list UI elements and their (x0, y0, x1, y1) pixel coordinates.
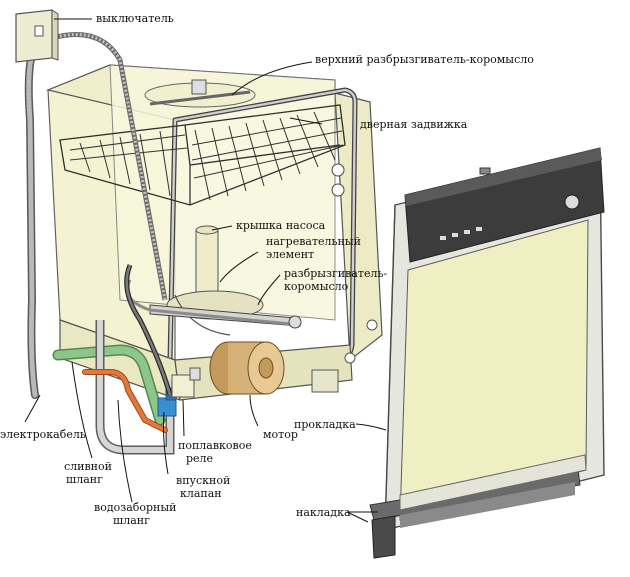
label-heating-element-line2: элемент (266, 248, 314, 261)
label-heating-element-line1: нагревательный (266, 235, 361, 248)
label-float-switch-line2: реле (186, 452, 213, 465)
label-inlet-valve-line2: клапан (180, 487, 222, 500)
label-pump-cover: крышка насоса (236, 219, 326, 232)
label-gasket: прокладка (294, 418, 356, 431)
label-spray-arm-line2: коромысло (284, 280, 349, 293)
drain-hose (52, 320, 175, 455)
label-drain-hose-line1: сливной (64, 460, 112, 473)
leader-lines (24, 18, 387, 523)
label-float-switch-line1: поплавковое (178, 439, 252, 452)
dish-rack (59, 104, 346, 206)
label-spray-arm-line1: разбрызгиватель- (284, 267, 387, 280)
label-upper-spray-arm: верхний разбрызгиватель-коромысло (315, 53, 534, 66)
label-drain-hose-line2: шланг (66, 473, 103, 486)
bottom-bracket (311, 319, 378, 393)
label-inlet-hose-line2: шланг (113, 514, 150, 527)
label-switch: выключатель (96, 12, 174, 25)
label-door-latch: дверная задвижка (360, 118, 468, 131)
label-inlet-valve-line1: впускной (176, 474, 230, 487)
label-motor: мотор (263, 428, 298, 441)
inlet-valve (124, 264, 177, 417)
label-power-cable: электрокабель (0, 428, 86, 441)
label-inlet-hose-line1: водозаборный (94, 501, 176, 514)
motor (209, 341, 285, 395)
inlet-hose (82, 369, 168, 433)
label-trim: накладка (296, 506, 351, 519)
switch-box (15, 9, 59, 63)
float-switch (171, 367, 201, 398)
door (369, 147, 605, 559)
labels: выключатель верхний разбрызгиватель-коро… (0, 12, 534, 527)
